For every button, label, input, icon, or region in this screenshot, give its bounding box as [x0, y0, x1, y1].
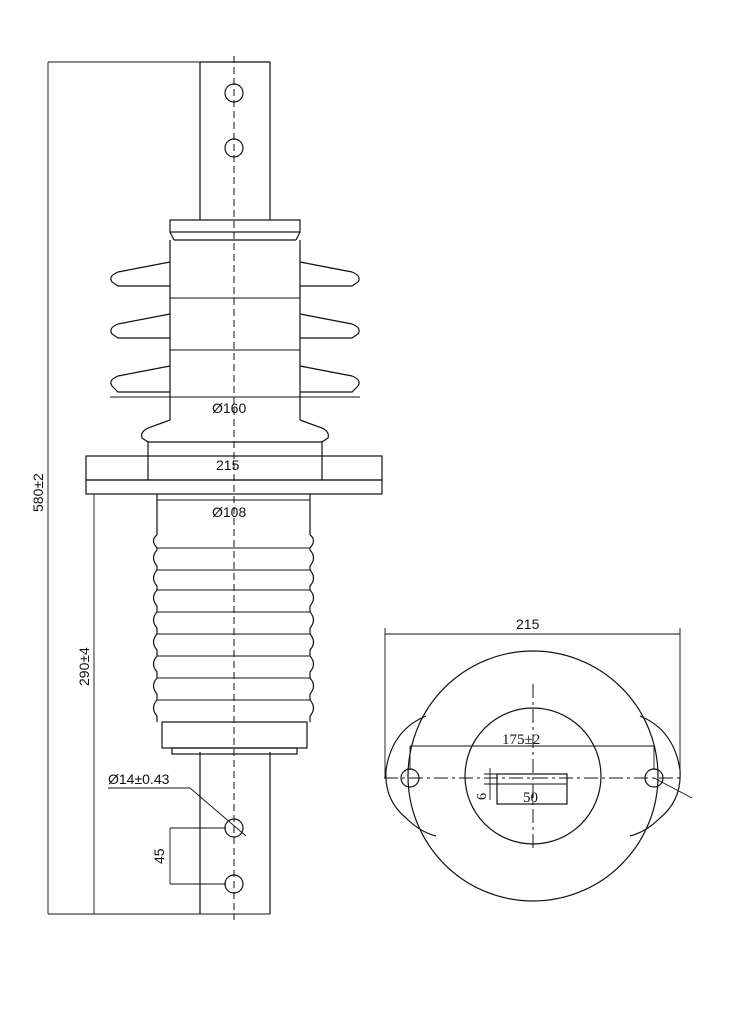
- slot-feature: 6 50: [475, 768, 568, 806]
- lower-height-label: 290±4: [76, 647, 92, 686]
- terminal-rod: [199, 61, 271, 914]
- overall-height-label: 580±2: [30, 473, 46, 512]
- shed-diameter-label: Ø160: [212, 400, 246, 416]
- slot-height-label: 6: [475, 793, 490, 800]
- flange-outer-circle: [407, 650, 659, 902]
- hole-diameter-callout: Ø14±0.43: [108, 771, 247, 837]
- bolt-hole-leader: [653, 777, 693, 799]
- lower-height-dimension: 290±4: [76, 494, 95, 914]
- lower-diameter-label: Ø108: [212, 504, 246, 520]
- plan-width-dimension: 215: [384, 616, 681, 778]
- plan-width-label: 215: [516, 616, 540, 632]
- plan-view: 215 175±2 6 50: [384, 616, 693, 902]
- flange-lobe-left: [385, 715, 437, 837]
- hole-spacing-dimension: 45: [151, 827, 226, 885]
- upper-sheds: [110, 219, 360, 456]
- slot-width-label: 50: [523, 790, 538, 806]
- hole-spacing-label: 45: [151, 848, 167, 864]
- bolt-circle-dimension: 175±2: [409, 732, 655, 770]
- flange-width-label: 215: [216, 457, 240, 473]
- shed-diameter-dimension: Ø160: [110, 396, 360, 416]
- front-elevation: Ø160 215 Ø108: [30, 56, 383, 920]
- hole-diameter-label: Ø14±0.43: [108, 771, 170, 787]
- overall-height-dimension: 580±2: [30, 61, 270, 915]
- bolt-circle-label: 175±2: [502, 732, 540, 748]
- flange-lobe-right: [629, 715, 681, 837]
- mounting-flange: 215: [85, 455, 383, 495]
